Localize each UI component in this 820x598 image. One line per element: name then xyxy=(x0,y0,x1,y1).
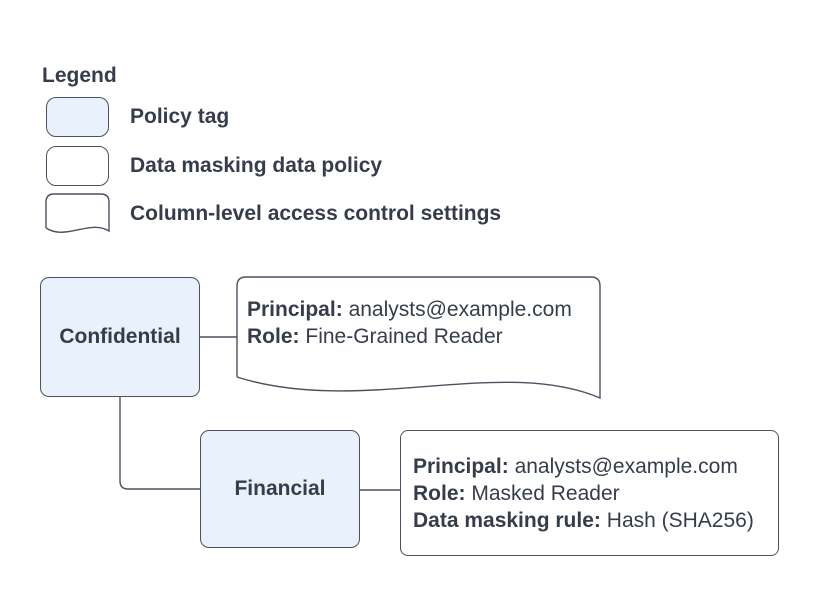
node-confidential: Confidential xyxy=(40,277,200,397)
role-label: Role: xyxy=(413,481,466,505)
legend-item-label-policy-tag: Policy tag xyxy=(130,105,230,128)
access-control-settings-swatch xyxy=(45,193,110,233)
node-financial-label: Financial xyxy=(234,477,326,500)
card-line-data-masking-rule: Data masking rule:Hash (SHA256) xyxy=(413,507,778,534)
masked-reader-card: Principal:analysts@example.com Role:Mask… xyxy=(400,430,779,556)
fine-grained-reader-card: Principal:analysts@example.com Role:Fine… xyxy=(247,296,572,350)
role-value: Fine-Grained Reader xyxy=(305,325,503,348)
connector-confidential-financial xyxy=(119,397,200,490)
legend-title: Legend xyxy=(42,64,117,87)
data-masking-rule-value: Hash (SHA256) xyxy=(606,508,754,532)
node-financial: Financial xyxy=(200,430,360,548)
principal-label: Principal: xyxy=(413,454,509,478)
legend-item-label-data-masking-policy: Data masking data policy xyxy=(130,154,383,177)
card-line-role: Role:Masked Reader xyxy=(413,480,778,507)
role-value: Masked Reader xyxy=(471,481,620,505)
principal-value: analysts@example.com xyxy=(514,454,738,478)
card-line-principal: Principal:analysts@example.com xyxy=(247,296,572,323)
data-masking-policy-swatch xyxy=(46,146,109,186)
data-masking-rule-label: Data masking rule: xyxy=(413,508,601,532)
role-label: Role: xyxy=(247,325,300,348)
legend-item-label-access-control-settings: Column-level access control settings xyxy=(130,202,502,225)
fine-grained-reader-card-shape xyxy=(236,276,601,400)
node-confidential-label: Confidential xyxy=(59,325,181,348)
principal-label: Principal: xyxy=(247,298,343,321)
principal-value: analysts@example.com xyxy=(348,298,572,321)
card-line-principal: Principal:analysts@example.com xyxy=(413,453,778,480)
policy-tag-swatch xyxy=(46,97,109,137)
card-line-role: Role:Fine-Grained Reader xyxy=(247,323,572,350)
